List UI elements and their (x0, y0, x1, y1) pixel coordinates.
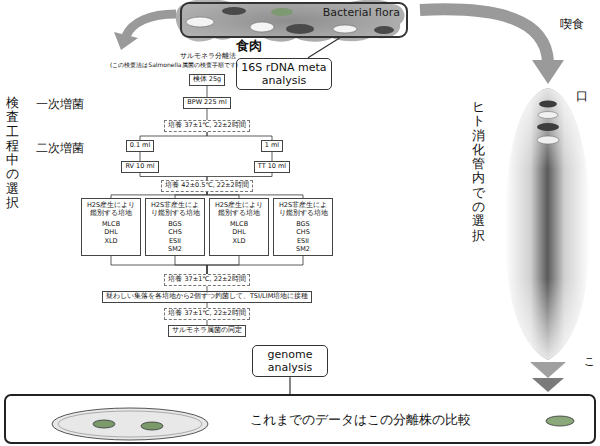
node-text: 培養 37±1℃, 22±2時間 (168, 122, 245, 130)
flow-line (140, 173, 207, 180)
bacteria-dark (539, 101, 557, 108)
cut-text: こ (584, 354, 595, 369)
petri-dish (52, 408, 208, 440)
meat-label: 食肉 (236, 37, 262, 55)
node-text: 培養 42±0.5℃, 22±2時間 (165, 182, 248, 190)
stage-label: 二次増菌 (36, 140, 84, 157)
flow-line (207, 86, 208, 97)
callout-box: genome analysis (252, 345, 328, 377)
colony (546, 416, 574, 426)
culture-step: 培養 37±1℃, 22±2時間 (164, 120, 249, 132)
node-text: RV 10 ml (125, 163, 154, 171)
medium-list: BGS CHS ESII SM2 (168, 220, 182, 253)
flow-line (140, 132, 207, 140)
bacteria-dark (286, 24, 314, 34)
colony (141, 422, 163, 430)
isolate-band: これまでのデータはこの分離株の比較 (4, 394, 596, 444)
eating-arrow (420, 9, 548, 62)
bacteria-light (186, 17, 214, 27)
colony (93, 420, 115, 428)
process-box: 1 ml (261, 140, 283, 152)
bacteria-dark (537, 123, 559, 131)
flow-line (111, 256, 207, 274)
petri-dish-rim (58, 411, 202, 437)
curved-arrow (126, 14, 176, 36)
culture-step: 培養 37±1℃, 22±2時間 (164, 308, 249, 320)
node-text: TT 10 ml (258, 163, 286, 171)
bacteria-light (537, 136, 559, 144)
node-text: 培養 37±1℃, 22±2時間 (168, 276, 245, 284)
node-text: BPW 225 ml (187, 99, 226, 107)
digestive-tract-fade (505, 88, 590, 360)
callout-leader (289, 377, 290, 394)
flow-line (207, 132, 272, 140)
node-text: genome analysis (256, 348, 324, 374)
flow-line (207, 173, 272, 180)
process-box: RV 10 ml (121, 161, 158, 173)
flow-line (140, 152, 141, 161)
node-text: 0.1 ml (130, 142, 151, 150)
side-label: 検査工程中の選択 (6, 96, 19, 210)
culture-step: 培養 42±0.5℃, 22±2時間 (161, 180, 252, 192)
flow-line (207, 256, 303, 274)
callout-box: 16S rDNA meta analysis (236, 58, 332, 90)
node-text: サルモネラ属菌の同定 (172, 327, 242, 335)
bacteria-light (250, 22, 274, 32)
node-text: 培養 37±1℃, 22±2時間 (168, 310, 245, 318)
node-text: 1 ml (265, 142, 279, 150)
chevron (530, 362, 566, 378)
medium-heading: H2S産生により鑑別する培地 (84, 201, 138, 217)
culture-step: 培養 37±1℃, 22±2時間 (164, 274, 249, 286)
flow-line (272, 152, 273, 161)
medium-box: H2S非産生により鑑別する培地 BGS CHS ESII SM2 (145, 198, 205, 256)
arrow-head (532, 60, 564, 84)
medium-box: H2S産生により鑑別する培地 MLCB DHL XLD (81, 198, 141, 256)
bacteria-dark (222, 7, 246, 15)
eating-label: 喫食 (560, 16, 584, 33)
process-box: サルモネラ属菌の同定 (168, 325, 246, 337)
flora-label: Bacterial flora (323, 6, 400, 19)
node-text: 検体 25g (193, 76, 221, 84)
process-box: TT 10 ml (254, 161, 290, 173)
medium-box: H2S非産生により鑑別する培地 BGS CHS ESII SM2 (273, 198, 333, 256)
arrow-head (114, 32, 138, 50)
process-box: 疑わしい集落を各培地から2個ずつ釣菌して、TSI/LIM培地に接種 (102, 291, 313, 303)
node-text: 16S rDNA meta analysis (240, 61, 328, 87)
stage-label: 一次増菌 (36, 96, 84, 113)
process-box: 0.1 ml (126, 140, 155, 152)
digestive-tract (505, 88, 590, 360)
medium-heading: H2S産生により鑑別する培地 (212, 201, 266, 217)
flow-line (175, 256, 207, 274)
food-sample-box: Bacterial flora食肉 (180, 2, 408, 38)
medium-box: H2S産生により鑑別する培地 MLCB DHL XLD (209, 198, 269, 256)
medium-list: BGS CHS ESII SM2 (296, 220, 310, 253)
callout-leader (308, 38, 340, 58)
meat-cloud (176, 0, 405, 42)
process-box: 検体 25g (189, 74, 225, 86)
chevron (532, 378, 564, 392)
medium-list: MLCB DHL XLD (102, 220, 120, 244)
medium-heading: H2S非産生により鑑別する培地 (276, 201, 330, 217)
bacteria-light (333, 25, 357, 33)
bacteria-green (271, 8, 293, 16)
node-text: 疑わしい集落を各培地から2個ずつ釣菌して、TSI/LIM培地に接種 (106, 293, 309, 301)
mouth-label: 口 (576, 88, 588, 105)
flow-line (207, 109, 208, 120)
process-box: BPW 225 ml (183, 97, 230, 109)
medium-heading: H2S非産生により鑑別する培地 (148, 201, 202, 217)
side-label: ヒト消化管内での選択 (472, 100, 485, 243)
flow-title: サルモネラ分離法 (180, 52, 236, 61)
bacteria-dark (374, 26, 394, 34)
band-text: これまでのデータはこの分離株の比較 (250, 411, 471, 429)
medium-list: MLCB DHL XLD (230, 220, 248, 244)
flow-note: (この検査法はSalmonella属菌の検査手順です) (110, 61, 238, 70)
bacteria-light (538, 112, 558, 119)
